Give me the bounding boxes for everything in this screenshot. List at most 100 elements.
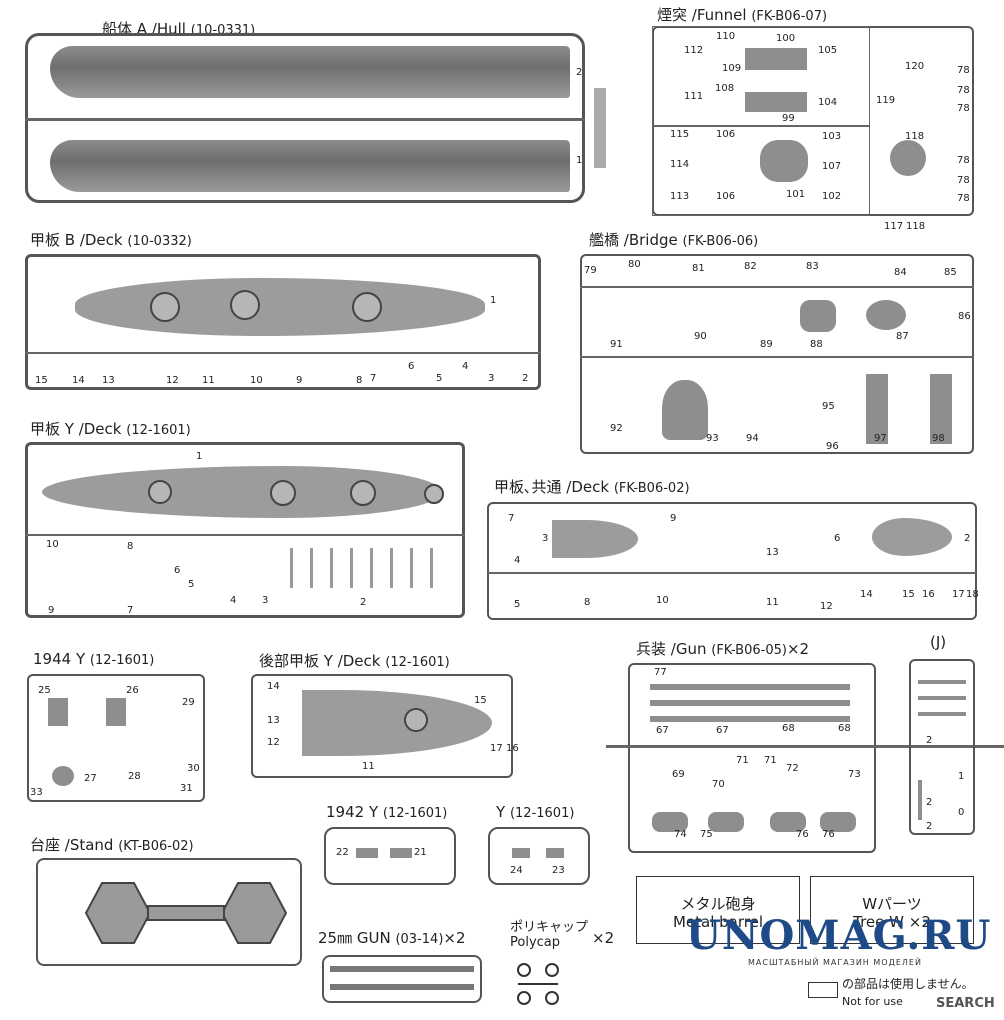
part-number: 96: [826, 441, 839, 452]
part-number: 8: [356, 375, 363, 386]
part-number: 9: [48, 605, 55, 616]
part-number: 98: [932, 433, 945, 444]
part-number: 106: [716, 191, 736, 202]
gun-runner: [606, 745, 1004, 748]
part-number: 97: [874, 433, 887, 444]
part-number: 73: [848, 769, 861, 780]
part-number: 4: [462, 361, 469, 372]
gun-turret: [820, 812, 856, 832]
turret-ring: [270, 480, 296, 506]
y-sprue: [488, 827, 590, 885]
deck-b-sprue-title: 甲板 B /Deck (10-0332): [30, 231, 192, 249]
part-number: 13: [267, 715, 280, 726]
turret-ring: [148, 480, 172, 504]
part-number: 14: [267, 681, 280, 692]
part-number: 11: [766, 597, 779, 608]
part-number: 30: [187, 763, 200, 774]
part-number: 87: [896, 331, 909, 342]
part-number: 88: [810, 339, 823, 350]
gun-sprue-title: 兵装 /Gun (FK-B06-05)×2: [636, 640, 810, 658]
y1942-sprue-title: 1942 Y (12-1601): [326, 803, 448, 821]
deck-b-runner: [25, 352, 541, 354]
y-sprue-title: Y (12-1601): [496, 803, 575, 821]
part-number: 2: [926, 797, 933, 808]
part-number: 76: [822, 829, 835, 840]
gun-turret: [770, 812, 806, 832]
unused-note-jp: の部品は使用しません。: [842, 977, 974, 991]
part-number: 91: [610, 339, 623, 350]
rear-deck-sprue-title: 後部甲板 Y /Deck (12-1601): [259, 652, 450, 670]
part-number: 68: [838, 723, 851, 734]
part-number: 3: [262, 595, 269, 606]
deck-b-sprue: [25, 254, 541, 390]
tree-w-en: Tree W ×2: [853, 913, 931, 931]
part-number: 9: [296, 375, 303, 386]
part-number: 12: [166, 375, 179, 386]
part-number: 24: [510, 865, 523, 876]
deck-common-part: [552, 520, 638, 558]
j-sprue: [909, 659, 975, 835]
part-number: 3: [542, 533, 549, 544]
deck-common-sprue: [487, 502, 977, 620]
part-number: 17: [952, 589, 965, 600]
hull-half-upper: [50, 46, 570, 98]
part-number: 3: [488, 373, 495, 384]
part-number: 23: [552, 865, 565, 876]
part-number: 78: [957, 103, 970, 114]
part-number: 1: [576, 155, 583, 166]
y1944-part: [52, 766, 74, 786]
bridge-sprue-title: 艦橋 /Bridge (FK-B06-06): [589, 231, 759, 249]
gun-barrel-row: [650, 684, 850, 690]
deck-y-tick: [290, 548, 293, 588]
deck-y-runner: [25, 534, 465, 536]
part-number: 113: [670, 191, 690, 202]
j-part: [918, 712, 966, 716]
y1944-sprue-title: 1944 Y (12-1601): [33, 650, 155, 668]
funnel-part: [745, 92, 807, 112]
part-number: 16: [506, 743, 519, 754]
funnel-part: [760, 140, 808, 182]
part-number: 112: [684, 45, 704, 56]
y1942-sprue: [324, 827, 456, 885]
part-number: 105: [818, 45, 838, 56]
part-number: 1: [958, 771, 965, 782]
bridge-part: [866, 300, 906, 330]
part-number: 68: [782, 723, 795, 734]
y1942-part: [390, 848, 412, 858]
deck-y-tick: [370, 548, 373, 588]
deck-y-tick: [410, 548, 413, 588]
part-number: 117: [884, 221, 904, 232]
part-number: 16: [922, 589, 935, 600]
y-part: [546, 848, 564, 858]
part-number: 102: [822, 191, 842, 202]
part-number: 109: [722, 63, 742, 74]
deck-y-sprue-title: 甲板 Y /Deck (12-1601): [30, 420, 191, 438]
polycap-part: [517, 963, 559, 1005]
part-number: 18: [966, 589, 979, 600]
j-part: [918, 780, 922, 820]
gun-turret: [652, 812, 688, 832]
part-number: 28: [128, 771, 141, 782]
part-number: 89: [760, 339, 773, 350]
part-number: 13: [766, 547, 779, 558]
part-number: 93: [706, 433, 719, 444]
part-number: 11: [202, 375, 215, 386]
deck-b-part: [75, 278, 485, 336]
part-number: 2: [522, 373, 529, 384]
part-number: 4: [230, 595, 237, 606]
part-number: 103: [822, 131, 842, 142]
part-number: 78: [957, 85, 970, 96]
part-number: 76: [796, 829, 809, 840]
bridge-part: [662, 380, 708, 440]
bridge-divider: [580, 286, 974, 288]
part-number: 92: [610, 423, 623, 434]
part-number: 85: [944, 267, 957, 278]
j-part: [918, 680, 966, 684]
part-number: 7: [127, 605, 134, 616]
hull-tab: [594, 88, 606, 168]
j-sprue-title: (J): [930, 633, 947, 651]
part-number: 72: [786, 763, 799, 774]
gun25-row: [330, 966, 474, 972]
deck-y-sprue: [25, 442, 465, 618]
part-number: 78: [957, 65, 970, 76]
